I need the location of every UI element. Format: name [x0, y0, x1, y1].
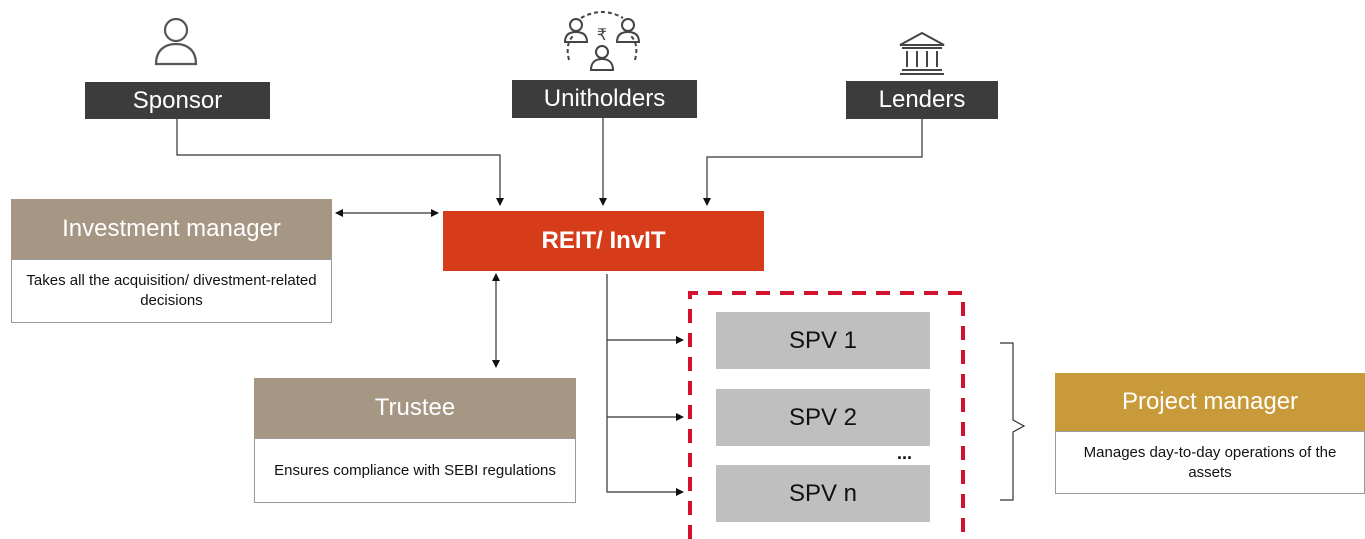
spv-trunk-connector — [606, 274, 684, 496]
bank-icon — [898, 31, 946, 75]
investment-manager-title: Investment manager — [11, 199, 332, 259]
spv-2-box: SPV 2 — [716, 389, 930, 446]
project-manager-description: Manages day-to-day operations of the ass… — [1055, 431, 1365, 494]
spv-n-box: SPV n — [716, 465, 930, 522]
lenders-connector — [703, 119, 923, 206]
person-icon — [153, 16, 199, 66]
sponsor-label: Sponsor — [85, 82, 270, 119]
investment-manager-description: Takes all the acquisition/ divestment-re… — [11, 259, 332, 323]
project-manager-title: Project manager — [1055, 373, 1365, 431]
spv-ellipsis: ... — [897, 443, 913, 463]
rupee-symbol: ₹ — [597, 25, 607, 44]
unitholders-label: Unitholders — [512, 80, 697, 118]
lenders-label: Lenders — [846, 81, 998, 119]
spv-1-box: SPV 1 — [716, 312, 930, 369]
spv-group-border — [688, 291, 965, 539]
reit-invit-box: REIT/ InvIT — [443, 211, 764, 271]
trustee-title: Trustee — [254, 378, 576, 438]
sponsor-connector — [176, 119, 504, 206]
trustee-description: Ensures compliance with SEBI regulations — [254, 438, 576, 503]
people-rupee-icon: ₹ — [559, 10, 645, 76]
spv-bracket — [1000, 342, 1026, 501]
